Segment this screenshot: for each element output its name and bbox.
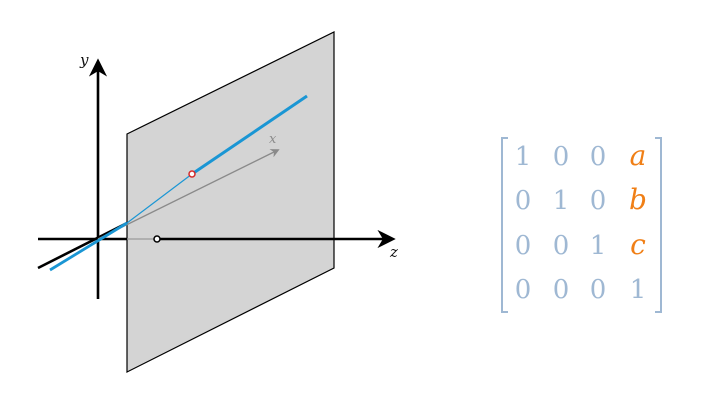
matrix-cell-r2-c2: 1: [553, 186, 570, 216]
matrix-cell-r1-c1: 1: [515, 142, 532, 172]
matrix-cell-r3-c1: 0: [515, 231, 532, 261]
image-plane: [126, 31, 335, 373]
matrix-cell-r1-c3: 0: [590, 142, 607, 172]
matrix-cell-r4-c4: 1: [630, 275, 647, 305]
matrix-cell-r1-c2: 0: [553, 142, 570, 172]
matrix-cell-r4-c2: 0: [553, 275, 570, 305]
x-direction-arrow: [97, 149, 280, 240]
matrix-cell-r2-c4: b: [629, 183, 647, 216]
matrix-right-bracket: [655, 137, 662, 313]
matrix-left-bracket: [501, 137, 508, 313]
matrix-cell-r4-c1: 0: [515, 275, 532, 305]
matrix-cell-r1-c4: a: [630, 139, 647, 172]
matrix-cell-r3-c2: 0: [553, 231, 570, 261]
x-axis-label: x: [269, 132, 277, 147]
matrix-cell-r3-c4: c: [630, 228, 646, 261]
matrix-cell-r3-c3: 1: [590, 231, 607, 261]
matrix-cell-r2-c3: 0: [590, 186, 607, 216]
y-axis-label: y: [79, 51, 89, 69]
matrix-cell-r4-c3: 0: [590, 275, 607, 305]
ray-front: [191, 94, 308, 176]
ray-thin: [126, 173, 193, 224]
projected-point: [188, 170, 196, 178]
z-axis-label: z: [389, 243, 398, 261]
principal-point: [153, 235, 161, 243]
matrix-cell-r2-c1: 0: [515, 186, 532, 216]
ray-back: [49, 221, 128, 272]
